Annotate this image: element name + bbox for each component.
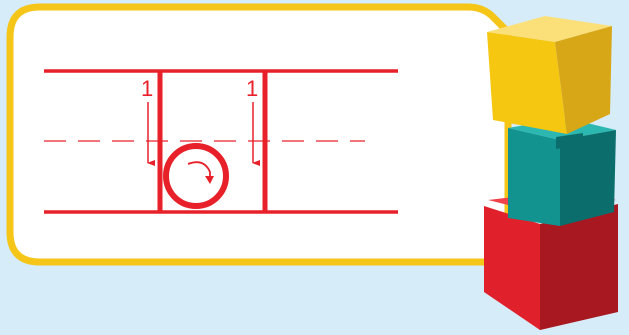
yellow-block	[487, 16, 612, 134]
letter-strokes	[157, 71, 268, 212]
stroke-number-right: 1	[246, 76, 258, 101]
teal-block	[508, 118, 616, 226]
stroke-direction-arrows	[147, 102, 260, 184]
handwriting-guide-lines	[44, 69, 398, 214]
letter-circle	[163, 143, 229, 209]
stroke-number-left: 1	[141, 76, 153, 101]
stacked-blocks-icon	[484, 16, 618, 330]
clockwise-arrow-icon	[187, 161, 211, 181]
clockwise-arrowhead	[205, 176, 214, 184]
worksheet-card	[6, 3, 512, 266]
